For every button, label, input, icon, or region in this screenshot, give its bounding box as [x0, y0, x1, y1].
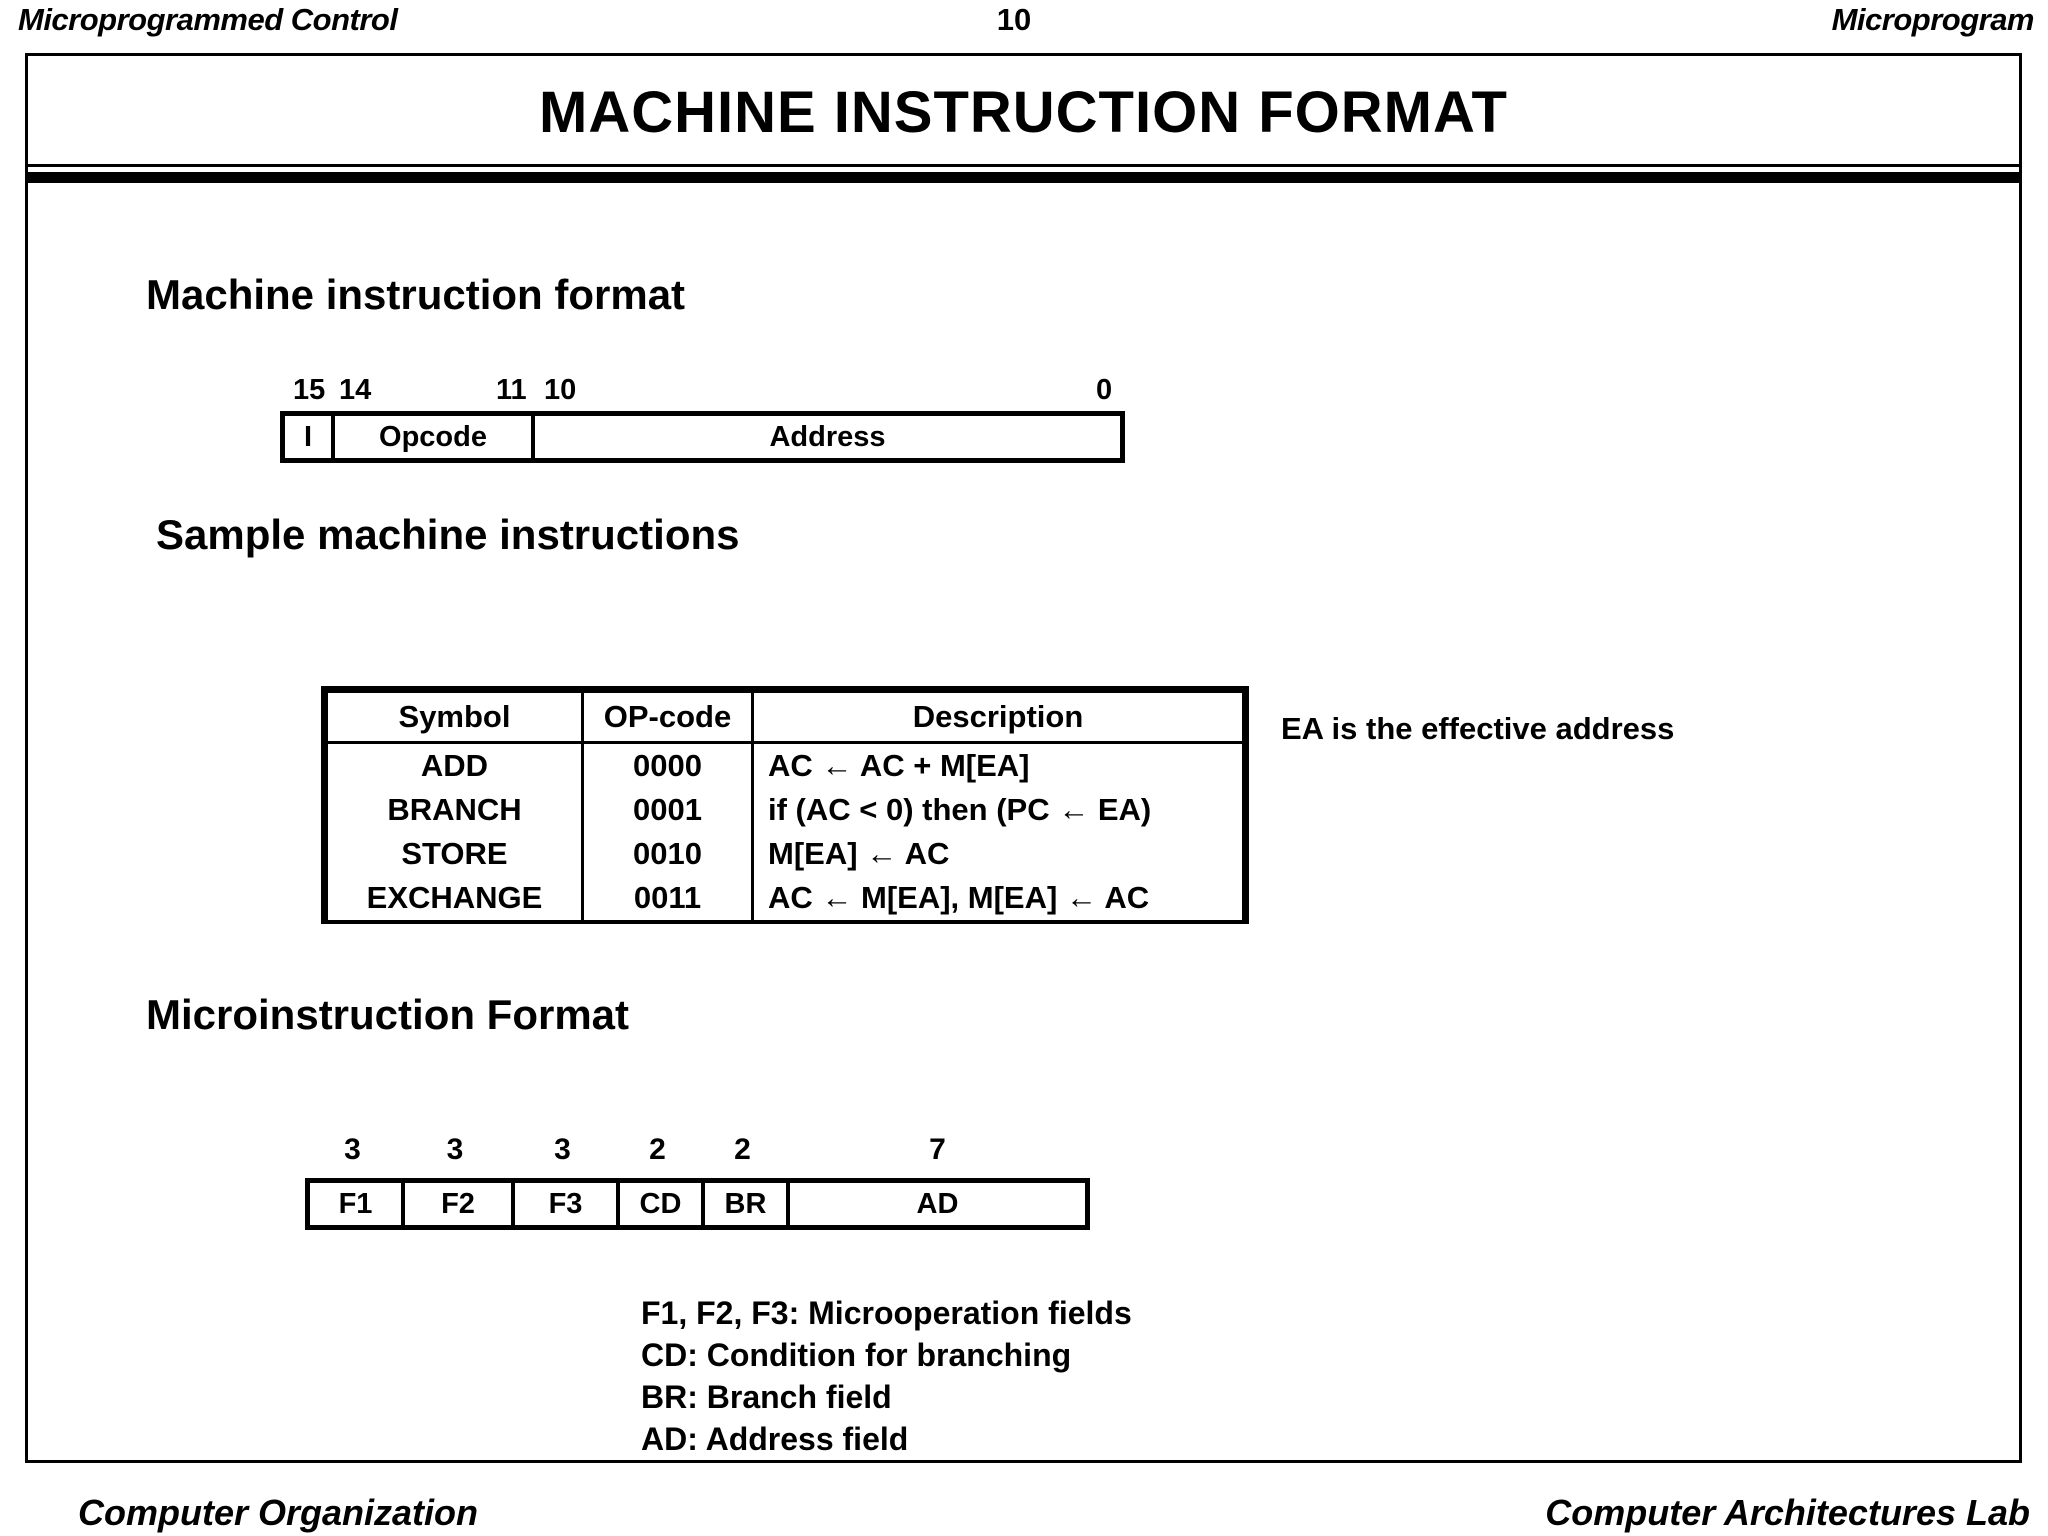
cell-symbol: EXCHANGE [325, 876, 584, 920]
width-label-br: 2 [734, 1133, 751, 1166]
field-address: Address [769, 420, 886, 453]
column-header-opcode: OP-code [581, 690, 754, 744]
legend-line-cd: CD: Condition for branching [641, 1337, 1072, 1373]
bit-label-11: 11 [496, 374, 527, 406]
cell-opcode: 0001 [581, 788, 754, 832]
legend-line-ad: AD: Address field [641, 1421, 909, 1457]
machine-instruction-bitfield-box: I Opcode Address [280, 411, 1125, 463]
slide-frame: MACHINE INSTRUCTION FORMAT Machine instr… [25, 53, 2022, 1463]
sample-instructions-table: Symbol OP-code Description ADD 0000 AC ←… [321, 686, 1249, 924]
field-i: I [285, 416, 335, 458]
cell-symbol: BRANCH [325, 788, 584, 832]
cell-description: AC ← AC + M[EA] [751, 741, 1245, 788]
bit-label-10: 10 [544, 374, 577, 406]
heading-machine-instruction-format: Machine instruction format [146, 271, 686, 318]
field-f2: F2 [405, 1183, 515, 1225]
cell-description: AC ← M[EA], M[EA] ← AC [751, 876, 1245, 920]
microinstruction-legend: F1, F2, F3: Microoperation fields CD: Co… [641, 1292, 1132, 1460]
column-header-symbol: Symbol [325, 690, 584, 744]
field-f1: F1 [310, 1183, 405, 1225]
heading-sample-machine-instructions: Sample machine instructions [156, 511, 740, 558]
bit-label-15: 15 [293, 374, 326, 406]
heading-microinstruction-format: Microinstruction Format [146, 991, 630, 1038]
field-f3: F3 [515, 1183, 620, 1225]
cell-symbol: STORE [325, 832, 584, 876]
bit-label-14: 14 [339, 374, 372, 406]
width-label-f2: 3 [446, 1133, 464, 1166]
bit-label-0: 0 [1096, 374, 1113, 406]
legend-line-f: F1, F2, F3: Microoperation fields [641, 1295, 1132, 1331]
field-br: BR [705, 1183, 790, 1225]
table-row: STORE 0010 M[EA] ← AC [325, 832, 1245, 876]
table-row: ADD 0000 AC ← AC + M[EA] [325, 741, 1245, 788]
width-label-cd: 2 [649, 1133, 666, 1166]
width-label-ad: 7 [929, 1133, 946, 1166]
header-left-title: Microprogrammed Control [18, 2, 398, 37]
footer-left-text: Computer Organization [78, 1492, 479, 1533]
header-right-title: Microprogram [1831, 2, 2035, 37]
cell-opcode: 0000 [581, 741, 754, 788]
title-rule-thick [28, 172, 2019, 183]
field-cd: CD [620, 1183, 705, 1225]
slide-title: MACHINE INSTRUCTION FORMAT [539, 80, 1508, 145]
legend-line-br: BR: Branch field [641, 1379, 892, 1415]
field-opcode: Opcode [335, 416, 535, 458]
page-number-value: 10 [996, 2, 1032, 37]
cell-symbol: ADD [325, 741, 584, 788]
table-row: EXCHANGE 0011 AC ← M[EA], M[EA] ← AC [325, 876, 1245, 920]
width-label-f1: 3 [344, 1133, 361, 1166]
title-rule-thin [28, 164, 2019, 167]
width-label-f3: 3 [554, 1133, 571, 1166]
page-number: 10 [0, 2, 2048, 38]
table-row: BRANCH 0001 if (AC < 0) then (PC ← EA) [325, 788, 1245, 832]
microinstruction-bitfield-box: F1 F2 F3 CD BR AD [305, 1178, 1090, 1230]
footer-right-text: Computer Architectures Lab [1545, 1492, 2030, 1533]
cell-opcode: 0010 [581, 832, 754, 876]
cell-description: M[EA] ← AC [751, 832, 1245, 876]
cell-opcode: 0011 [581, 876, 754, 920]
cell-description: if (AC < 0) then (PC ← EA) [751, 788, 1245, 832]
table-header-row: Symbol OP-code Description [325, 690, 1245, 744]
effective-address-note: EA is the effective address [1281, 711, 1675, 746]
column-header-description: Description [751, 690, 1245, 744]
field-ad: AD [916, 1187, 959, 1220]
